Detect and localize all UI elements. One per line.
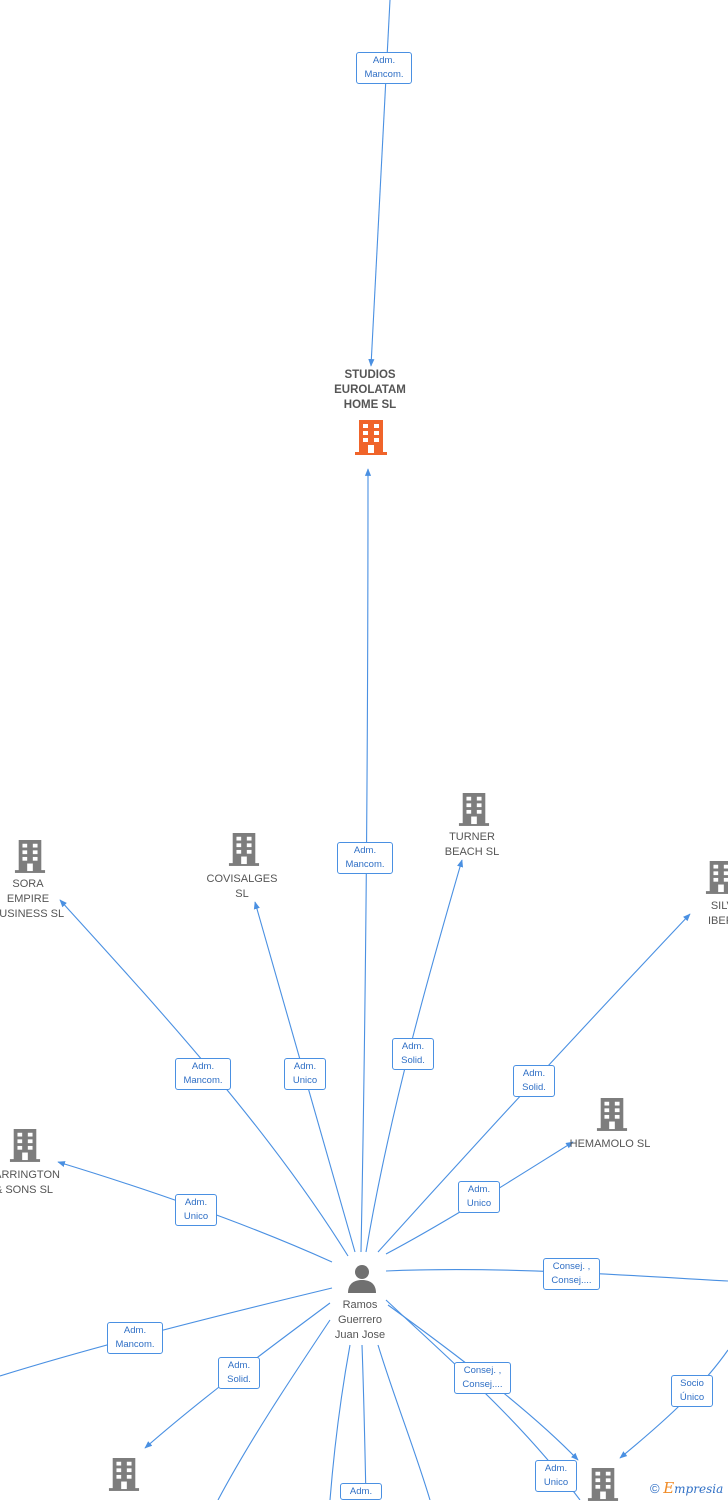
role-label[interactable]: Adm. Unico [535, 1460, 577, 1492]
building-icon[interactable] [14, 838, 46, 874]
role-label[interactable]: Consej. , Consej.... [454, 1362, 511, 1394]
edge-person-down-2 [329, 1344, 351, 1500]
building-icon[interactable] [228, 831, 260, 867]
copyright-symbol: © [650, 1481, 660, 1496]
role-label[interactable]: Adm. Unico [175, 1194, 217, 1226]
role-label[interactable]: Adm. [340, 1483, 382, 1500]
node-label-sora[interactable]: SORA EMPIRE BUSINESS SL [0, 878, 65, 920]
node-label-studios[interactable]: STUDIOS EUROLATAM HOME SL [334, 369, 406, 411]
building-icon[interactable] [705, 859, 728, 895]
role-label[interactable]: Adm. Mancom. [337, 842, 393, 874]
edge-person-down-4 [377, 1344, 431, 1500]
node-label-hemamolo[interactable]: HEMAMOLO SL [569, 1138, 651, 1150]
edge-person-down-1 [217, 1319, 331, 1500]
role-label[interactable]: Adm. Mancom. [107, 1322, 163, 1354]
building-icon[interactable] [596, 1096, 628, 1132]
building-icon-highlighted[interactable] [354, 418, 388, 456]
node-label-person[interactable]: Ramos Guerrero Juan Jose [334, 1299, 386, 1341]
node-label-farrington[interactable]: FARRINGTON & SONS SL [0, 1169, 60, 1196]
node-label-silver[interactable]: SILVER IBERICA [707, 900, 728, 927]
role-label[interactable]: Adm. Mancom. [356, 52, 412, 84]
role-label[interactable]: Adm. Unico [284, 1058, 326, 1090]
brand-logo: Empresia [663, 1479, 724, 1497]
role-label[interactable]: Adm. Solid. [513, 1065, 555, 1097]
building-icon[interactable] [587, 1466, 619, 1502]
role-label[interactable]: Adm. Solid. [218, 1357, 260, 1389]
role-label[interactable]: Consej. , Consej.... [543, 1258, 600, 1290]
role-label[interactable]: Adm. Mancom. [175, 1058, 231, 1090]
role-label[interactable]: Socio Único [671, 1375, 713, 1407]
node-label-turner[interactable]: TURNER BEACH SL [444, 831, 500, 858]
person-icon[interactable] [346, 1262, 378, 1294]
role-label[interactable]: Adm. Unico [458, 1181, 500, 1213]
empresia-watermark[interactable]: © Empresia [650, 1479, 723, 1497]
building-icon[interactable] [458, 791, 490, 827]
node-label-covisalges[interactable]: COVISALGES SL [206, 873, 278, 900]
building-icon[interactable] [9, 1127, 41, 1163]
building-icon[interactable] [108, 1456, 140, 1492]
edge-person-down-3 [361, 1344, 367, 1500]
role-label[interactable]: Adm. Solid. [392, 1038, 434, 1070]
edge-person-to-left [0, 1287, 333, 1377]
